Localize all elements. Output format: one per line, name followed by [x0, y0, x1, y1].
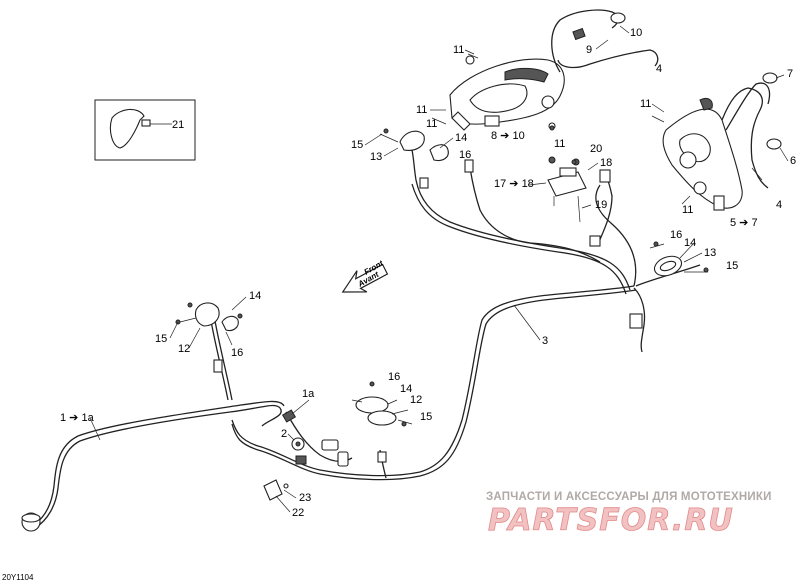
callout-15: 15	[420, 411, 432, 423]
watermark-tagline: ЗАПЧАСТИ И АКСЕССУАРЫ ДЛЯ МОТОТЕХНИКИ	[486, 491, 772, 503]
callout-16: 16	[670, 229, 682, 241]
callout-4: 4	[656, 63, 662, 75]
fasteners	[175, 53, 709, 427]
callout-15: 15	[726, 260, 738, 272]
reflector-bracket-upper	[379, 130, 449, 162]
callout-11: 11	[554, 138, 565, 150]
callout-15: 15	[351, 139, 363, 151]
harness-connectors	[21, 159, 643, 532]
callout-1-1a: 1 ➔ 1a	[60, 412, 95, 424]
headlight-housing-right	[662, 72, 782, 211]
callout-1a: 1a	[302, 388, 315, 400]
callout-20: 20	[590, 143, 602, 155]
callout-leaders	[89, 25, 789, 513]
callout-22: 22	[292, 507, 304, 519]
callout-11: 11	[426, 118, 437, 130]
callout-2: 2	[281, 428, 287, 440]
callout-14: 14	[249, 290, 261, 302]
callout-13: 13	[370, 151, 382, 163]
callout-11: 11	[682, 204, 693, 216]
callout-15: 15	[155, 333, 167, 345]
headlight-housing-upper	[449, 55, 565, 131]
callout-19: 19	[595, 199, 607, 211]
callout-11: 11	[416, 104, 427, 116]
callout-8-10: 8 ➔ 10	[491, 130, 525, 142]
reflector-bracket-middle	[351, 396, 413, 426]
callout-23: 23	[299, 492, 311, 504]
callout-11: 11	[453, 44, 464, 56]
callout-3: 3	[542, 335, 548, 347]
watermark-logo: PARTSFOR.RU	[488, 503, 734, 538]
callout-11: 11	[640, 98, 651, 110]
callout-16: 16	[231, 347, 243, 359]
callout-12: 12	[178, 343, 190, 355]
drawing-code: 20Y1104	[2, 573, 34, 582]
callout-14: 14	[684, 237, 696, 249]
callout-17-18: 17 ➔ 18	[494, 178, 534, 190]
watermark: ЗАПЧАСТИ И АКСЕССУАРЫ ДЛЯ МОТОТЕХНИКИ PA…	[486, 491, 772, 538]
callout-4: 4	[776, 199, 782, 211]
front-direction-arrow: Front Avant	[341, 259, 389, 293]
bulb-upper	[551, 9, 659, 73]
reflector-bracket-right	[649, 243, 708, 277]
callout-18: 18	[600, 157, 612, 169]
callout-5-7: 5 ➔ 7	[730, 217, 758, 229]
callout-7: 7	[787, 68, 793, 80]
callout-21: 21	[172, 119, 184, 131]
callout-labels: 11 9 10 4 21 11 11 8 ➔ 10 15 14 13 16 11…	[60, 27, 796, 519]
inset-box-21	[94, 99, 196, 161]
callout-16: 16	[459, 149, 471, 161]
callout-10: 10	[630, 27, 642, 39]
module-17-18	[547, 156, 587, 223]
callout-9: 9	[586, 44, 592, 56]
grommet-and-clips	[263, 437, 305, 501]
callout-14: 14	[455, 132, 467, 144]
callout-13: 13	[704, 247, 716, 259]
callout-14: 14	[400, 383, 412, 395]
callout-12: 12	[410, 394, 422, 406]
reflector-bracket-left	[179, 302, 239, 332]
callout-6: 6	[790, 155, 796, 167]
callout-16: 16	[388, 371, 400, 383]
